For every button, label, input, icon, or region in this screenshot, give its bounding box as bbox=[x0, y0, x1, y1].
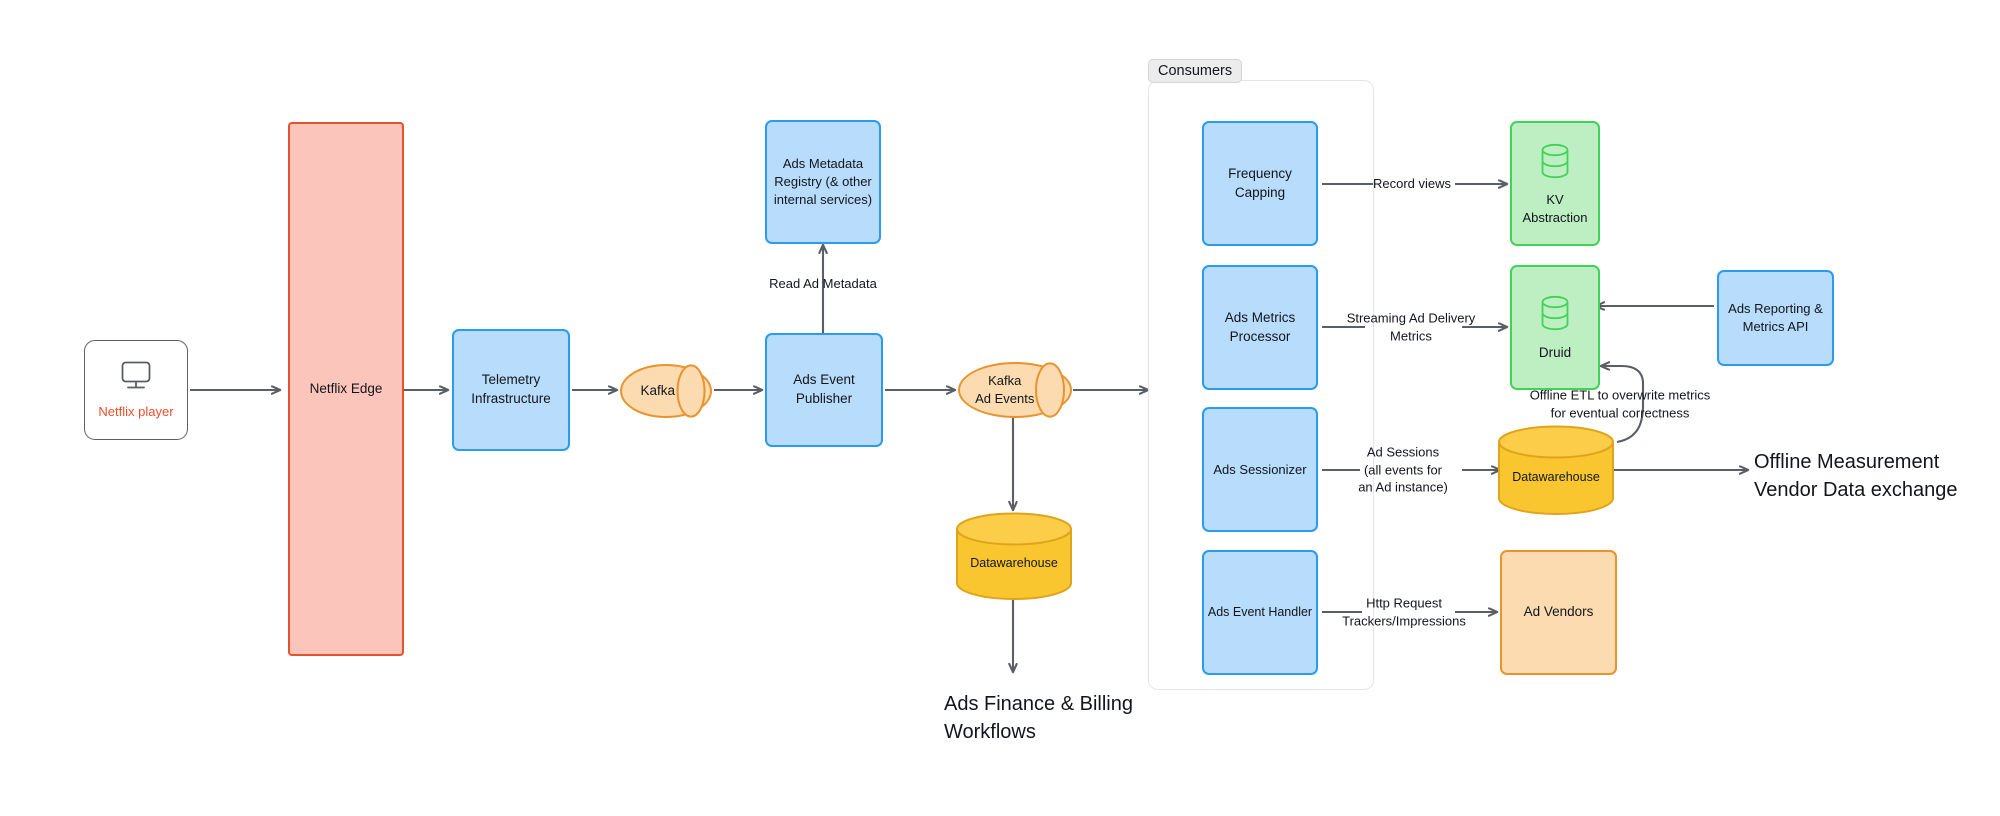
database-icon bbox=[1534, 141, 1576, 186]
node-ads-metadata-registry[interactable]: Ads Metadata Registry (& other internal … bbox=[765, 120, 881, 244]
node-telemetry-infrastructure[interactable]: Telemetry Infrastructure bbox=[452, 329, 570, 451]
datawarehouse-left-shape bbox=[956, 512, 1072, 600]
node-ads-event-handler[interactable]: Ads Event Handler bbox=[1202, 550, 1318, 675]
text-ads-finance-billing: Ads Finance & Billing Workflows bbox=[944, 693, 1133, 744]
node-kafka-ad-events[interactable]: Kafka Ad Events bbox=[958, 362, 1072, 418]
node-datawarehouse-right[interactable]: Datawarehouse bbox=[1497, 424, 1615, 516]
node-label-telemetry-infrastructure: Telemetry Infrastructure bbox=[471, 372, 551, 406]
node-label-ads-metrics-processor: Ads Metrics Processor bbox=[1224, 309, 1296, 344]
node-ad-vendors[interactable]: Ad Vendors bbox=[1500, 550, 1617, 675]
node-label-netflix-player: Netflix player bbox=[98, 403, 174, 419]
group-consumers bbox=[1148, 80, 1374, 690]
node-kafka[interactable]: Kafka bbox=[620, 364, 712, 418]
node-kv-abstraction[interactable]: KV Abstraction bbox=[1510, 121, 1600, 246]
node-netflix-edge[interactable]: Netflix Edge bbox=[288, 122, 404, 656]
node-label-ads-sessionizer: Ads Sessionizer bbox=[1213, 461, 1307, 477]
node-netflix-player[interactable]: Netflix player bbox=[84, 340, 188, 440]
edge-label-ad-sessions: Ad Sessions (all events for an Ad instan… bbox=[1358, 444, 1448, 495]
node-label-frequency-capping: Frequency Capping bbox=[1228, 165, 1292, 200]
edge-label-streaming-ad-delivery-metrics: Streaming Ad Delivery Metrics bbox=[1346, 310, 1476, 343]
database-icon bbox=[1534, 293, 1576, 338]
datawarehouse-right-shape bbox=[1498, 425, 1614, 515]
node-label-ads-metadata-registry: Ads Metadata Registry (& other internal … bbox=[773, 156, 873, 207]
arrow-offline-etl-curve bbox=[1601, 366, 1645, 444]
edge-label-offline-etl: Offline ETL to overwrite metrics for eve… bbox=[1529, 387, 1711, 420]
node-ads-reporting-metrics-api[interactable]: Ads Reporting & Metrics API bbox=[1717, 270, 1834, 366]
node-label-druid: Druid bbox=[1538, 344, 1572, 360]
node-label-ads-event-publisher: Ads Event Publisher bbox=[793, 372, 855, 406]
kafka-cylinder-cap bbox=[676, 364, 706, 418]
kafka-ad-events-cylinder-cap bbox=[1035, 362, 1065, 418]
node-label-netflix-edge: Netflix Edge bbox=[309, 380, 383, 396]
text-offline-measurement: Offline Measurement Vendor Data exchange bbox=[1754, 451, 1958, 502]
node-label-datawarehouse-left: Datawarehouse bbox=[970, 556, 1058, 570]
node-datawarehouse-left[interactable]: Datawarehouse bbox=[955, 512, 1073, 600]
node-frequency-capping[interactable]: Frequency Capping bbox=[1202, 121, 1318, 246]
node-label-datawarehouse-right: Datawarehouse bbox=[1512, 470, 1600, 484]
node-ads-sessionizer[interactable]: Ads Sessionizer bbox=[1202, 407, 1318, 532]
node-label-ad-vendors: Ad Vendors bbox=[1523, 604, 1594, 620]
node-label-ads-reporting-metrics-api: Ads Reporting & Metrics API bbox=[1728, 301, 1823, 334]
node-label-kafka-ad-events: Kafka Ad Events bbox=[975, 373, 1035, 406]
node-ads-event-publisher[interactable]: Ads Event Publisher bbox=[765, 333, 883, 447]
node-label-kafka: Kafka bbox=[640, 382, 675, 398]
group-label-consumers: Consumers bbox=[1148, 59, 1243, 83]
node-label-ads-event-handler: Ads Event Handler bbox=[1207, 604, 1313, 619]
node-label-kv-abstraction: KV Abstraction bbox=[1522, 191, 1588, 225]
node-ads-metrics-processor[interactable]: Ads Metrics Processor bbox=[1202, 265, 1318, 390]
node-druid[interactable]: Druid bbox=[1510, 265, 1600, 390]
edge-label-read-ad-metadata: Read Ad Metadata bbox=[769, 276, 877, 292]
monitor-icon bbox=[116, 360, 156, 397]
edge-label-http-request-trackers: Http Request Trackers/Impressions bbox=[1342, 595, 1466, 628]
edge-label-record-views: Record views bbox=[1372, 176, 1452, 192]
